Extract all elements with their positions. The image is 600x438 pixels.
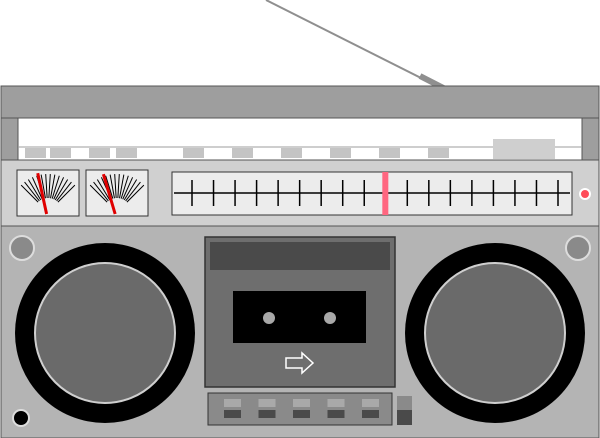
vu-tick [40, 174, 46, 199]
vu-tick [122, 177, 134, 200]
vu-needle-right [101, 173, 117, 215]
screw-top-left [9, 235, 35, 261]
transport-key-bottom[interactable] [293, 410, 310, 418]
vu-needle-left [36, 172, 49, 215]
vu-tick [27, 179, 42, 201]
transport-key-top[interactable] [293, 399, 310, 407]
speaker-left [15, 243, 195, 423]
top-button[interactable] [428, 148, 449, 158]
top-button[interactable] [379, 148, 400, 158]
tuner-dial[interactable] [171, 171, 573, 216]
transport-key-top[interactable] [224, 399, 241, 407]
transport-keys [224, 399, 379, 418]
vu-meter-right [85, 169, 149, 217]
vu-tick [51, 175, 60, 199]
vu-tick [126, 184, 145, 203]
vu-tick [31, 177, 43, 200]
vu-tick [119, 174, 125, 199]
vu-tick [57, 184, 76, 203]
top-buttons [25, 148, 449, 158]
vu-tick [54, 179, 69, 201]
top-button[interactable] [25, 148, 46, 158]
play-arrow-icon [285, 351, 315, 375]
top-button[interactable] [232, 148, 253, 158]
vu-tick [53, 177, 65, 200]
vu-tick [50, 174, 56, 199]
vu-tick [89, 184, 108, 203]
vu-tick [96, 179, 111, 201]
top-button[interactable] [330, 148, 351, 158]
transport-key-top[interactable] [258, 399, 276, 407]
screw-top-right [565, 235, 591, 261]
transport-panel [207, 392, 393, 426]
cassette-reel-left [263, 312, 275, 324]
vu-tick [93, 181, 109, 202]
vu-tick [109, 174, 115, 199]
transport-key-bottom[interactable] [327, 410, 345, 418]
speaker-right [405, 243, 585, 423]
top-button[interactable] [183, 148, 204, 158]
vu-tick [125, 181, 141, 202]
carry-handle[interactable] [0, 85, 600, 119]
cassette-deck[interactable] [204, 236, 396, 388]
vu-tick [24, 181, 40, 202]
vu-tick [117, 174, 120, 199]
top-button[interactable] [281, 148, 302, 158]
top-button[interactable] [89, 148, 110, 158]
transport-key-top[interactable] [327, 399, 345, 407]
cassette-tape [233, 291, 366, 343]
cassette-label-window [210, 242, 390, 270]
headphone-jack[interactable] [12, 409, 30, 427]
transport-key-bottom[interactable] [258, 410, 276, 418]
side-switch[interactable] [397, 396, 412, 425]
transport-key-top[interactable] [362, 399, 379, 407]
vu-tick [120, 175, 129, 199]
vu-tick [56, 181, 72, 202]
tuner-needle [382, 172, 389, 215]
vu-meter-left [16, 169, 80, 217]
transport-key-bottom[interactable] [224, 410, 241, 418]
vu-tick [114, 174, 117, 199]
vu-tick [48, 174, 51, 199]
top-slider-button[interactable] [493, 139, 555, 159]
vu-tick [45, 174, 48, 199]
transport-key-bottom[interactable] [362, 410, 379, 418]
top-button[interactable] [116, 148, 137, 158]
vu-tick [20, 184, 39, 203]
vu-tick [123, 179, 138, 201]
top-button[interactable] [50, 148, 71, 158]
cassette-reel-right [324, 312, 336, 324]
power-led [579, 188, 591, 200]
vu-tick [105, 175, 114, 199]
